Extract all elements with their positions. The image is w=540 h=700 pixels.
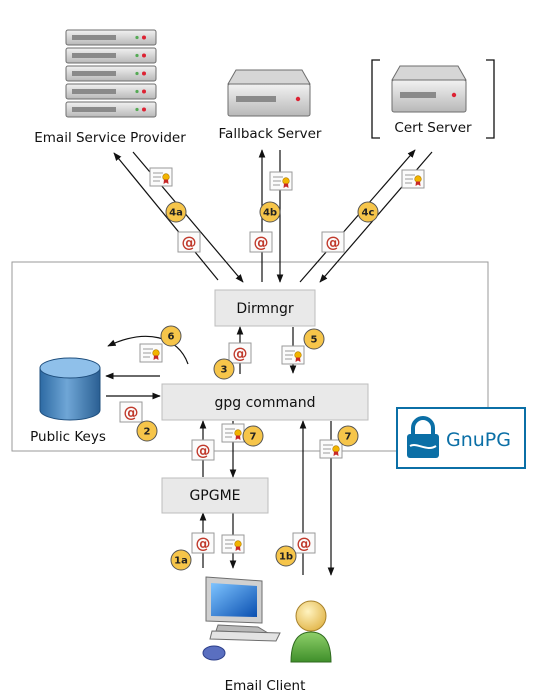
step-badge-1b: 1b [275,545,297,567]
certificate-icon [221,534,245,554]
dirmngr-box: Dirmngr [214,289,316,327]
gnupg-logo-text: GnuPG [446,429,511,451]
svg-text:3: 3 [221,365,228,376]
svg-text:6: 6 [168,332,175,343]
svg-text:1b: 1b [279,552,293,563]
certificate-icon [319,439,343,459]
database-icon [39,357,101,421]
step-badge-3: 3 [213,358,235,380]
svg-text:1a: 1a [174,556,188,567]
at-message-icon [249,231,273,253]
gnupg-frame [11,261,489,452]
svg-text:5: 5 [311,335,318,346]
public-keys-label: Public Keys [30,429,106,445]
gpgme-label: GPGME [189,488,240,504]
cert-server-icon [391,65,467,113]
at-message-icon [191,532,215,554]
step-badge-5: 5 [303,328,325,350]
svg-text:4a: 4a [169,208,183,219]
step-badge-2: 2 [136,420,158,442]
step-badge-4a: 4a [165,201,187,223]
certificate-icon [139,343,163,363]
email-service-provider-label: Email Service Provider [34,130,186,146]
person-icon [290,600,332,663]
certificate-icon [401,169,425,189]
at-message-icon [191,439,215,461]
email-service-provider-server-icon [65,29,157,118]
lock-icon [407,416,439,458]
gnupg-logo: GnuPG [396,407,526,469]
svg-text:2: 2 [144,427,151,438]
fallback-server-icon [227,69,311,117]
at-message-icon [177,231,201,253]
gpg-command-label: gpg command [215,395,316,411]
dirmngr-label: Dirmngr [236,301,294,317]
step-badge-6: 6 [160,325,182,347]
svg-text:4c: 4c [362,208,375,219]
at-message-icon [321,231,345,253]
step-badge-4c: 4c [357,201,379,223]
step-badge-4b: 4b [259,201,281,223]
svg-text:4b: 4b [263,208,277,219]
svg-text:7: 7 [345,432,352,443]
gpg-command-box: gpg command [161,383,369,421]
certificate-icon [281,345,305,365]
at-message-icon [228,342,252,364]
step-badge-1a: 1a [170,549,192,571]
at-message-icon [292,532,316,554]
gpgme-box: GPGME [161,477,269,514]
step-badge-7: 7 [242,425,264,447]
certificate-icon [269,171,293,191]
cert-server-label: Cert Server [394,120,472,136]
at-message-icon [119,401,143,423]
cert-server-bracket [371,59,495,139]
email-client-label: Email Client [225,678,306,694]
certificate-icon [149,167,173,187]
certificate-icon [221,423,245,443]
computer-icon [202,576,281,661]
step-badge-7: 7 [337,425,359,447]
fallback-server-label: Fallback Server [219,126,322,142]
svg-text:7: 7 [250,432,257,443]
